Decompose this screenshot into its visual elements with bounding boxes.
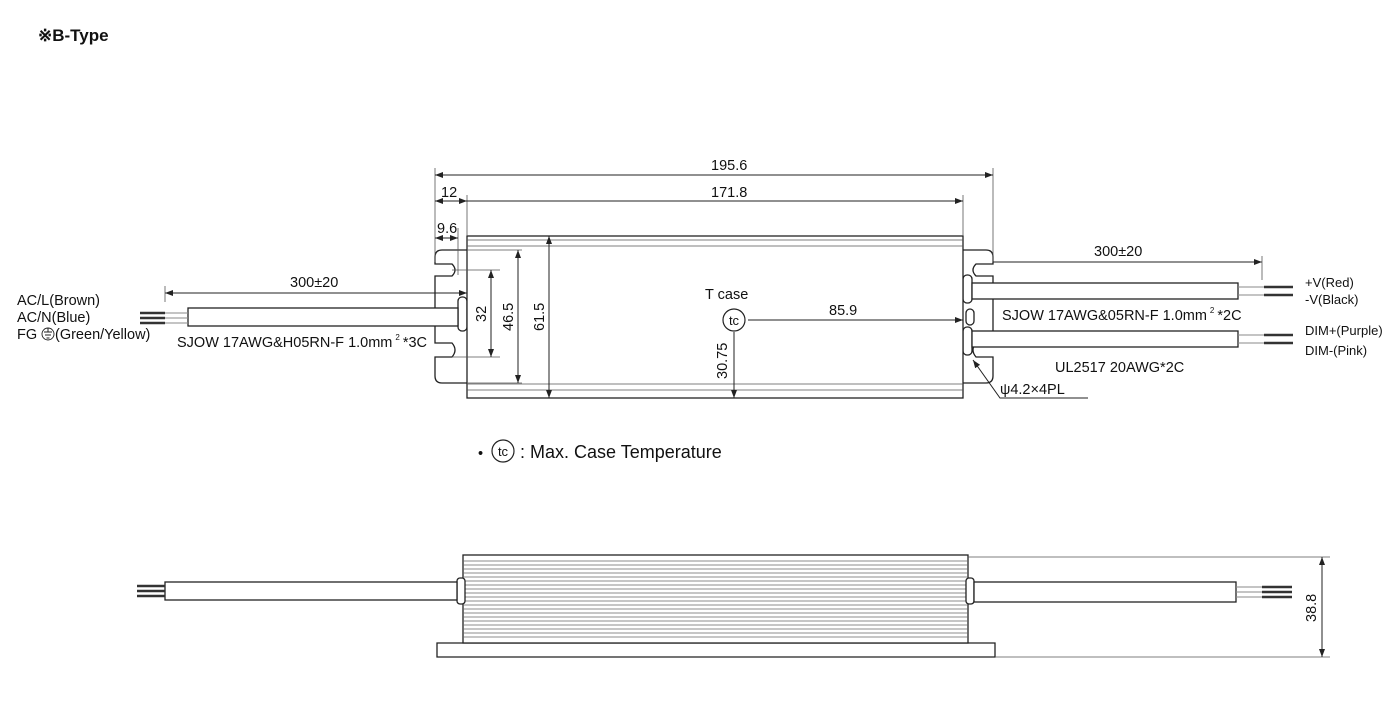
side-output-cable: [973, 581, 1237, 603]
output-cable-length: 300±20: [1094, 244, 1142, 260]
dim-flange-height: 46.5: [501, 303, 517, 331]
tc-symbol-text: tc: [729, 313, 740, 328]
input-cable: [140, 307, 459, 327]
cooling-fins: [463, 560, 968, 638]
case-body-side: [462, 554, 969, 644]
dim-body-width: 61.5: [532, 303, 548, 331]
right-center-slot: [965, 308, 975, 326]
right-cable-boss-lower: [962, 326, 973, 356]
tc-legend-icon: [491, 439, 515, 463]
wire-label-ac-n: AC/N(Blue): [17, 310, 90, 326]
tcase-label: T case: [705, 287, 748, 303]
left-cable-boss: [457, 296, 468, 332]
mount-hole-note: ψ4.2×4PL: [1000, 382, 1065, 398]
input-cable-length: 300±20: [290, 275, 338, 291]
wire-label-ac-l: AC/L(Brown): [17, 293, 100, 309]
output-cables: [971, 282, 1293, 348]
dim-slot-pitch: 32: [474, 306, 490, 322]
top-view: 195.6 12 171.8 9.6 32 46.5 61.5 T case t…: [17, 158, 1383, 399]
dim-tc-y: 30.75: [715, 343, 731, 379]
wire-label-dim-plus: DIM+(Purple): [1305, 323, 1383, 338]
dim-cable-spec: UL2517 20AWG*2C: [1055, 360, 1184, 376]
legend-text: : Max. Case Temperature: [520, 442, 722, 462]
wire-label-fg-color: (Green/Yellow): [55, 327, 150, 343]
drawing-title: ※B-Type: [38, 26, 109, 45]
dim-slot-offset: 9.6: [437, 221, 457, 237]
dim-tc-x: 85.9: [829, 303, 857, 319]
dim-flange-offset: 12: [441, 185, 457, 201]
legend-bullet: •: [478, 446, 483, 462]
wire-label-minus-v: -V(Black): [1305, 292, 1358, 307]
side-view: 38.8: [137, 554, 1330, 658]
wire-label-dim-minus: DIM-(Pink): [1305, 343, 1367, 358]
dim-height: 38.8: [1304, 594, 1320, 622]
dim-body-length: 171.8: [711, 185, 747, 201]
dim-overall-length: 195.6: [711, 158, 747, 174]
wire-label-plus-v: +V(Red): [1305, 275, 1354, 290]
right-cable-boss-upper: [962, 274, 973, 304]
legend-symbol: tc: [498, 444, 509, 459]
legend: • tc : Max. Case Temperature: [478, 439, 722, 463]
mounting-feet: [436, 642, 996, 658]
wire-label-fg: FG: [17, 327, 37, 343]
ground-icon: [41, 327, 55, 341]
tc-point-symbol: [722, 308, 746, 332]
side-input-cable: [164, 581, 458, 601]
